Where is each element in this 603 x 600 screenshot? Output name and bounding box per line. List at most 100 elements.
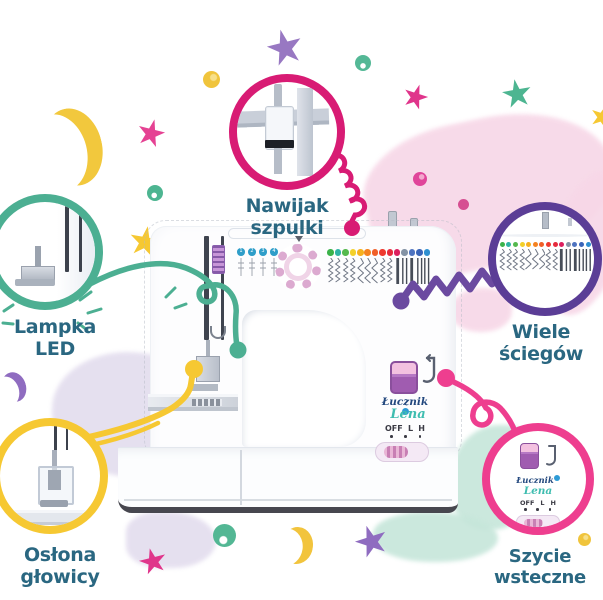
machine-free-arm-space — [242, 310, 366, 447]
stitch-option — [525, 242, 532, 271]
callout-head-cover-circle — [0, 418, 108, 534]
power-high-label: H — [418, 424, 425, 433]
stitch-option — [327, 249, 334, 284]
selector-option: 1 — [237, 248, 245, 276]
dot-icon — [413, 172, 427, 186]
stitch-option — [334, 249, 342, 284]
label-bobbin-winder: Nawijak szpulki — [245, 195, 329, 239]
callout-stitches-circle — [488, 202, 602, 316]
stitch-option — [401, 249, 408, 284]
speed-slider-knob — [384, 446, 408, 458]
stitch-option — [531, 242, 539, 271]
dial-marker — [295, 236, 303, 242]
stitch-selector-dial — [275, 244, 321, 290]
head-cover-photo — [0, 426, 100, 526]
model-name: Lena — [390, 407, 426, 422]
star-icon — [587, 102, 603, 132]
stitch-option — [512, 242, 519, 271]
callout-led-lamp-circle — [0, 194, 103, 310]
stitch-option — [342, 249, 349, 284]
stitch-option — [565, 242, 572, 271]
stitch-option — [416, 249, 423, 284]
power-switch-dots — [390, 435, 421, 438]
stitch-option — [356, 249, 364, 284]
stitch-option — [558, 242, 565, 271]
star-icon — [400, 81, 432, 113]
stitch-option — [499, 242, 506, 271]
dot-icon — [458, 199, 469, 210]
star-icon — [263, 25, 307, 71]
stitch-option — [578, 242, 585, 271]
power-off-label: OFF — [520, 499, 535, 507]
stitch-option — [379, 249, 386, 284]
brand-badge-icon — [553, 475, 560, 481]
reverse-lever — [390, 361, 418, 394]
callout-reverse-sewing-circle: Łucznik Lena OFF L H — [482, 423, 594, 535]
speed-slider-knob — [524, 518, 543, 527]
speed-slider — [516, 515, 560, 527]
power-switch-labels: OFF L H — [520, 499, 556, 507]
tension-dial — [212, 245, 225, 274]
watercolor-splash-lavender-bottom — [126, 512, 216, 568]
dot-icon — [203, 71, 220, 88]
watercolor-splash-teal-bottom — [373, 512, 498, 562]
led-lamp-photo — [0, 202, 95, 302]
presser-foot — [188, 384, 218, 391]
power-low-label: L — [407, 424, 414, 433]
selector-option: 3 — [259, 248, 267, 276]
selector-option: 4 — [270, 248, 278, 276]
stitch-option — [519, 242, 526, 271]
reverse-stitch-icon — [422, 354, 436, 383]
brand-badge-icon — [401, 408, 409, 415]
star-icon — [134, 116, 168, 151]
power-switch-dots — [524, 508, 551, 511]
reverse-stitch-icon — [546, 445, 557, 466]
power-off-label: OFF — [385, 424, 403, 433]
stitch-pattern-panel — [327, 249, 431, 284]
stitch-option — [572, 242, 579, 271]
stitches-photo — [496, 210, 594, 308]
stitch-option — [538, 242, 546, 271]
stitch-option — [552, 242, 559, 271]
stitch-option — [505, 242, 513, 271]
brand-logo: Łucznik — [380, 396, 430, 420]
label-many-stitches: Wiele ściegów — [498, 321, 584, 365]
power-high-label: H — [550, 499, 556, 507]
stitch-option — [408, 249, 416, 284]
stitch-option — [371, 249, 379, 284]
stitch-option — [585, 242, 592, 271]
power-low-label: L — [540, 499, 545, 507]
moon-icon — [35, 102, 110, 192]
moon-icon — [279, 525, 316, 566]
stitch-option — [423, 249, 431, 284]
needle-bar — [206, 340, 210, 370]
power-switch-labels: OFF L H — [385, 424, 425, 433]
moon-icon — [0, 369, 30, 405]
selector-option: 2 — [248, 248, 256, 276]
presser-foot-bracket — [196, 356, 220, 382]
machine-base-seam — [240, 450, 242, 505]
star-icon — [500, 77, 535, 112]
dot-icon — [355, 55, 371, 71]
feed-dogs — [192, 399, 222, 406]
stitch-option — [364, 249, 372, 284]
brand-text: Łucznik — [516, 476, 554, 486]
stitch-option — [393, 249, 401, 284]
stitch-pattern-panel-zoom — [499, 242, 591, 271]
label-reverse-sewing: Szycie wsteczne — [494, 546, 586, 588]
dot-icon — [147, 185, 163, 201]
bobbin-winder-photo — [237, 82, 337, 182]
brand-text: Łucznik — [381, 396, 429, 408]
speed-slider — [375, 442, 429, 462]
label-head-cover: Osłona głowicy — [20, 544, 100, 588]
callout-bobbin-winder-circle — [229, 74, 345, 190]
thread-guide-slot — [204, 236, 209, 340]
dot-icon — [213, 524, 236, 547]
reverse-sewing-photo: Łucznik Lena OFF L H — [490, 431, 586, 527]
dot-icon — [578, 533, 591, 546]
brand-logo: Łucznik — [512, 475, 564, 486]
model-name: Lena — [523, 485, 553, 497]
stitch-option — [349, 249, 357, 284]
